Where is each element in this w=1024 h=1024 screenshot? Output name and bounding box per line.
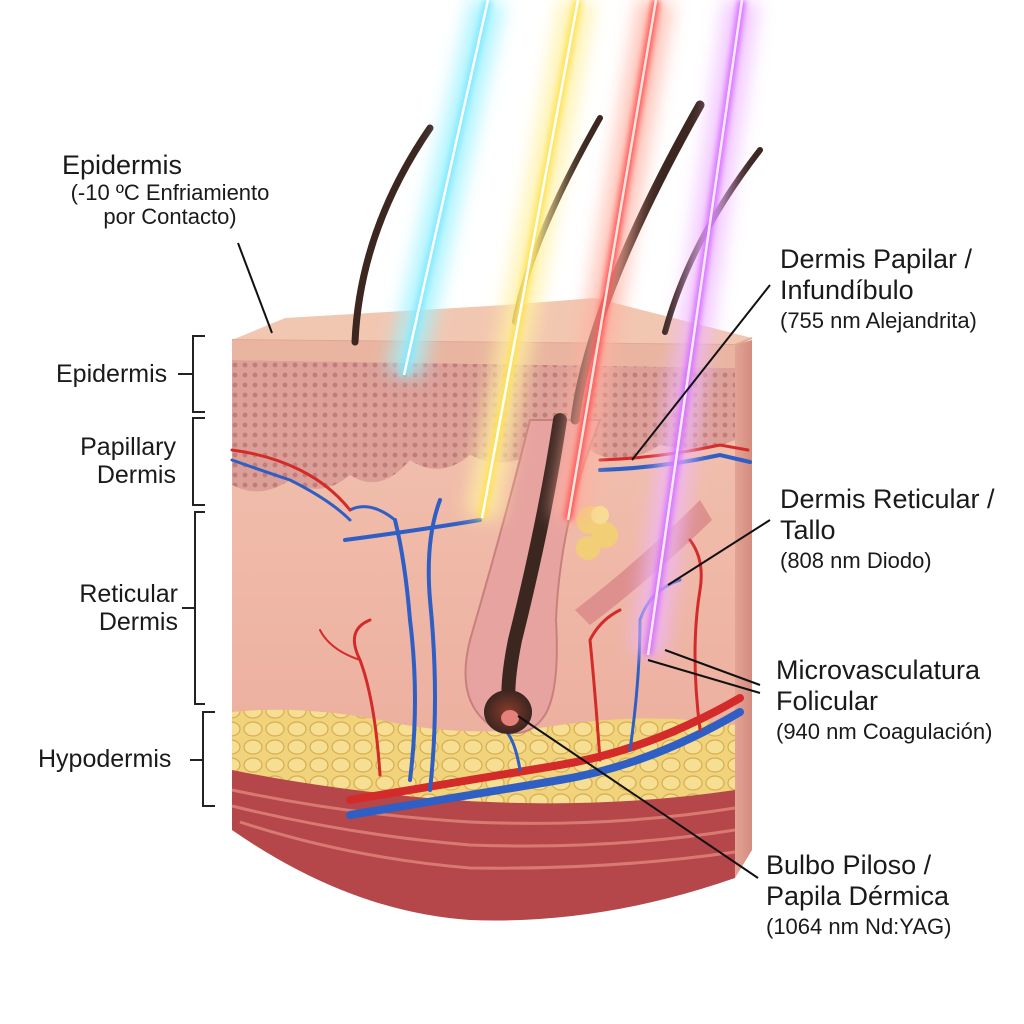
callout-bulb-ndyag: Bulbo Piloso / Papila Dérmica (1064 nm N…	[766, 850, 952, 939]
left-label-hypodermis: Hypodermis	[38, 745, 172, 773]
callout-reticular-diode: Dermis Reticular / Tallo (808 nm Diodo)	[780, 484, 995, 573]
block-side-face	[735, 340, 752, 878]
callout-epidermis-cooling: Epidermis (-10 ºC Enfriamiento por Conta…	[62, 150, 270, 230]
epidermis-top-surface	[232, 298, 752, 348]
callout-microvasculature-940: Microvasculatura Folicular (940 nm Coagu…	[776, 655, 993, 744]
left-label-reticular-dermis: Reticular Dermis	[79, 580, 178, 637]
laser-beam-violet	[631, 0, 759, 658]
left-label-papillary-dermis: Papillary Dermis	[80, 433, 176, 490]
vessel-branches	[230, 443, 752, 792]
callout-papillary-alexandrite: Dermis Papilar / Infundíbulo (755 nm Ale…	[780, 244, 977, 333]
vein-main	[346, 708, 744, 819]
laser-beam-blue	[387, 0, 505, 379]
laser-beam-yellow	[465, 0, 595, 522]
artery-main	[346, 694, 744, 804]
layer-brackets	[178, 335, 215, 807]
callout-leader-lines	[237, 242, 771, 879]
left-label-epidermis: Epidermis	[56, 360, 168, 388]
hair-shaft-in-follicle	[501, 413, 567, 719]
laser-beam-red	[551, 0, 673, 523]
dermal-papilla	[501, 710, 519, 726]
